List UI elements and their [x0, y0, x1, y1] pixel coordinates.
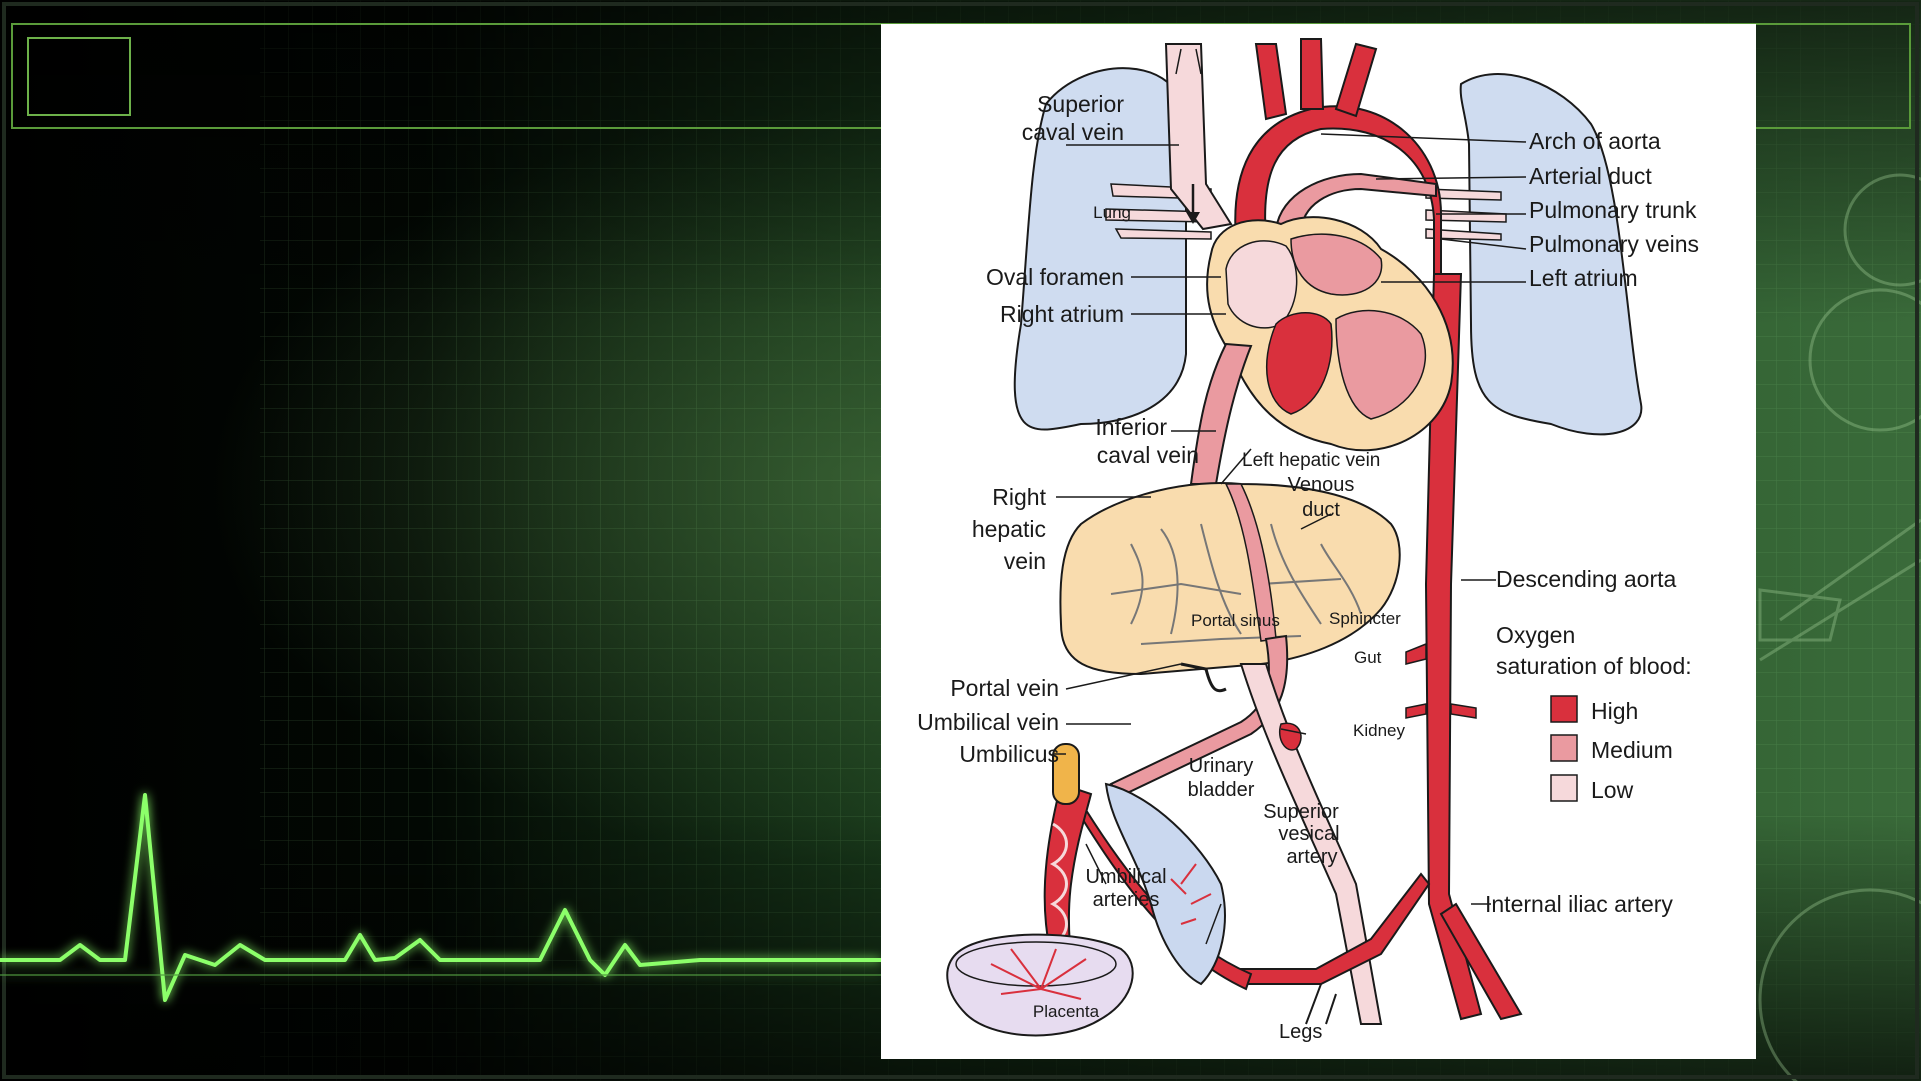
decorative-shapes — [1758, 173, 1921, 1081]
legend-title-2: saturation of blood: — [1496, 653, 1692, 679]
anatomy-labels: Superior caval vein Lung Oval foramen Ri… — [917, 91, 1699, 1043]
legend-swatch-low — [1550, 774, 1578, 802]
right-ventricle-chamber — [1335, 309, 1427, 420]
label-arterial-duct: Arterial duct — [1529, 163, 1652, 189]
vesical-branches — [1170, 863, 1212, 925]
left-side-lung — [1013, 67, 1187, 431]
legend-swatch-high — [1550, 695, 1578, 723]
label-umbilical-vein: Umbilical vein — [917, 709, 1059, 735]
label-placenta: Placenta — [1033, 1002, 1100, 1021]
legend-label-medium: Medium — [1591, 737, 1673, 763]
liver — [1059, 482, 1401, 676]
label-superior-caval-vein: Superior — [1037, 91, 1124, 117]
legend-title: Oxygen — [1496, 622, 1575, 648]
label-arch-of-aorta: Arch of aorta — [1529, 128, 1661, 154]
legend-swatch-medium — [1550, 734, 1578, 762]
oxygen-legend: Oxygen saturation of blood: High Medium … — [1496, 622, 1692, 803]
label-urinary-bladder-2: bladder — [1188, 779, 1255, 801]
label-descending-aorta: Descending aorta — [1496, 566, 1676, 592]
label-pulmonary-veins: Pulmonary veins — [1529, 231, 1699, 257]
left-ventricle-chamber — [1265, 312, 1333, 415]
fetal-circulation-diagram: Superior caval vein Lung Oval foramen Ri… — [881, 24, 1756, 1059]
label-umbilical-arteries-2: arteries — [1093, 889, 1160, 911]
label-superior-vesical-artery: Superior — [1263, 801, 1339, 823]
label-oval-foramen: Oval foramen — [986, 264, 1124, 290]
portal-vein — [1180, 662, 1227, 693]
umbilicus — [1052, 743, 1080, 805]
descending-aorta — [1424, 273, 1483, 1021]
right-atrium-chamber — [1225, 240, 1298, 329]
label-umbilical-arteries: Umbilical — [1085, 866, 1166, 888]
label-sphincter: Sphincter — [1329, 609, 1401, 628]
label-portal-vein: Portal vein — [950, 675, 1059, 701]
pulmonary-trunk — [1274, 172, 1437, 236]
superior-caval-vein — [1164, 43, 1233, 231]
label-right-hepatic-vein-3: vein — [1004, 548, 1046, 574]
label-right-hepatic-vein-2: hepatic — [972, 516, 1046, 542]
label-right-hepatic-vein: Right — [992, 484, 1046, 510]
label-kidney: Kidney — [1353, 721, 1405, 740]
legend-label-high: High — [1591, 698, 1638, 724]
label-inferior-caval-vein: Inferior — [1095, 414, 1167, 440]
label-lung: Lung — [1093, 203, 1131, 222]
label-umbilicus: Umbilicus — [959, 741, 1059, 767]
label-superior-vesical-artery-2: vesical — [1278, 823, 1339, 845]
label-right-atrium: Right atrium — [1000, 301, 1124, 327]
legend-label-low: Low — [1591, 777, 1634, 803]
label-pulmonary-trunk: Pulmonary trunk — [1529, 197, 1697, 223]
urinary-bladder — [1104, 782, 1226, 986]
label-left-atrium: Left atrium — [1529, 265, 1638, 291]
placental-vessels — [990, 948, 1087, 1000]
label-legs: Legs — [1279, 1021, 1322, 1043]
label-gut: Gut — [1354, 648, 1382, 667]
right-side-lung — [1459, 73, 1643, 436]
label-left-hepatic-vein: Left hepatic vein — [1242, 450, 1380, 471]
label-inferior-caval-vein-2: caval vein — [1097, 442, 1199, 468]
left-atrium-chamber — [1290, 233, 1383, 296]
label-internal-iliac-artery: Internal iliac artery — [1485, 891, 1673, 917]
leader-lines — [1053, 133, 1527, 945]
leg-vessels — [1305, 983, 1337, 1025]
label-superior-vesical-artery-3: artery — [1286, 846, 1337, 868]
label-venous-duct-2: duct — [1302, 499, 1340, 521]
ecg-trace — [0, 793, 881, 1002]
label-superior-caval-vein-2: caval vein — [1022, 119, 1124, 145]
label-venous-duct: Venous — [1288, 474, 1355, 496]
label-portal-sinus: Portal sinus — [1191, 611, 1280, 630]
label-urinary-bladder: Urinary — [1189, 755, 1253, 777]
